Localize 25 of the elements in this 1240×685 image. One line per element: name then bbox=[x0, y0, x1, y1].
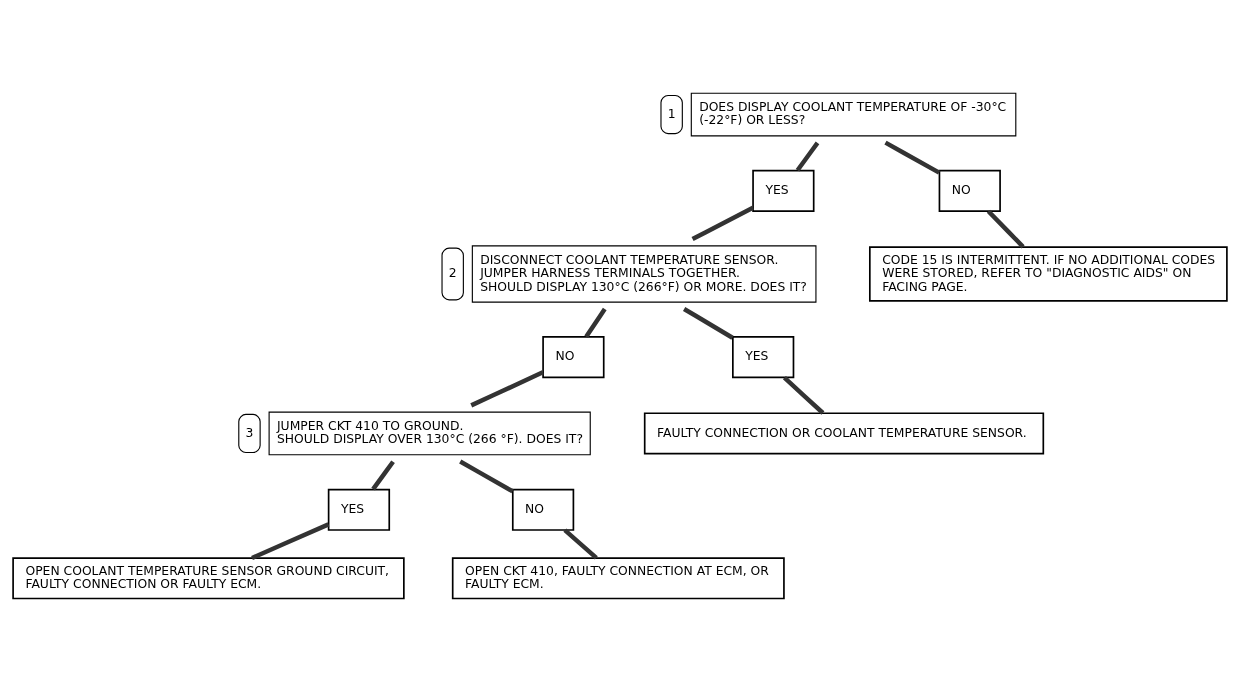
node-box: CODE 15 IS INTERMITTENT. IF NO ADDITIONAL CODES WERE STORED, REFER TO "DIAGNOSTIC AIDS" ON FACING PAGE. bbox=[869, 246, 1228, 302]
connector bbox=[470, 370, 544, 408]
node-label: 3 bbox=[245, 425, 254, 440]
connector bbox=[683, 307, 734, 340]
connector bbox=[563, 528, 598, 560]
connector bbox=[782, 376, 825, 415]
node-box: OPEN COOLANT TEMPERATURE SENSOR GROUND CIRCUIT, FAULTY CONNECTION OR FAULTY ECM. bbox=[12, 557, 405, 600]
connector bbox=[251, 522, 330, 561]
connector bbox=[884, 140, 941, 175]
node-label: 2 bbox=[448, 266, 457, 281]
node-box: YES bbox=[732, 336, 795, 379]
connector bbox=[584, 307, 607, 339]
node-box: NO bbox=[938, 169, 1001, 212]
connector bbox=[795, 141, 820, 172]
node-box: NO bbox=[511, 488, 575, 531]
node-box: FAULTY CONNECTION OR COOLANT TEMPERATURE SENSOR. bbox=[643, 412, 1045, 455]
node-box: YES bbox=[752, 169, 815, 212]
connector bbox=[371, 460, 395, 491]
node-box: NO bbox=[542, 336, 605, 379]
connector bbox=[459, 459, 514, 494]
node-box: OPEN CKT 410, FAULTY CONNECTION AT ECM, OR FAULTY ECM. bbox=[451, 557, 785, 600]
connector bbox=[691, 205, 754, 242]
connector bbox=[986, 209, 1025, 249]
node-label: 1 bbox=[667, 106, 676, 121]
node-box: YES bbox=[327, 488, 391, 531]
